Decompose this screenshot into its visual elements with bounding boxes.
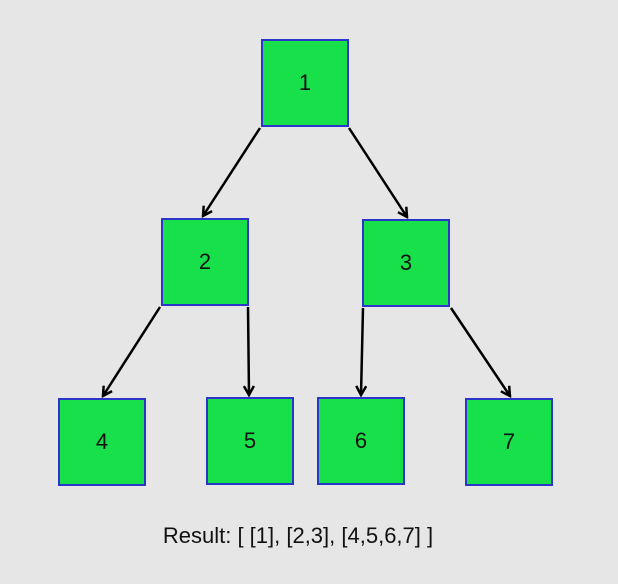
node-label: 4 [95,429,109,454]
tree-node-7: 7 [465,398,553,486]
tree-node-6: 6 [317,397,405,485]
edge-3-7 [449,307,510,396]
tree-node-2: 2 [161,218,249,306]
result-text: Result: [ [1], [2,3], [4,5,6,7] ] [162,523,434,548]
node-label: 5 [243,428,257,453]
edge-1-2 [203,127,262,216]
edge-2-5 [248,306,249,395]
node-label: 7 [502,429,516,454]
node-label: 1 [298,70,312,95]
edge-2-4 [103,306,162,396]
node-label: 6 [354,428,368,453]
node-label: 3 [399,250,413,275]
tree-node-3: 3 [362,219,450,307]
tree-node-5: 5 [206,397,294,485]
edge-3-6 [361,307,363,395]
node-label: 2 [198,249,212,274]
tree-node-1: 1 [261,39,349,127]
edge-1-3 [347,127,407,217]
tree-node-4: 4 [58,398,146,486]
